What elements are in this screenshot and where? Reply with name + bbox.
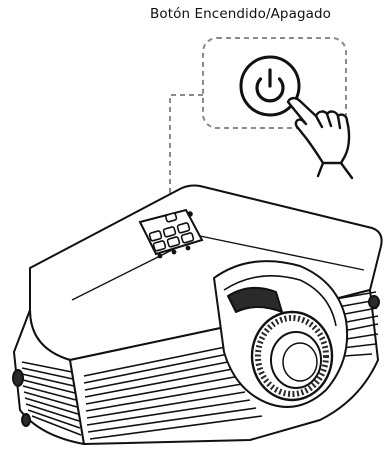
pointing-hand-icon xyxy=(288,98,352,178)
projector-icon xyxy=(13,186,382,445)
